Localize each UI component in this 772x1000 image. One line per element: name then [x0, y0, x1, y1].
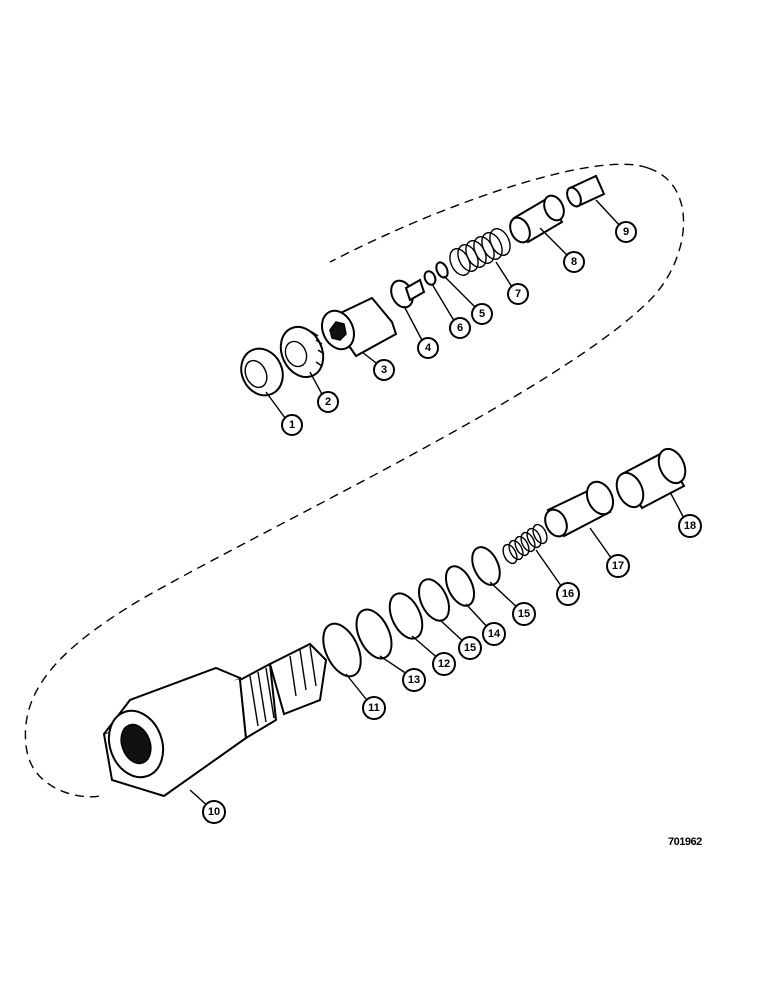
part-10-housing	[102, 642, 328, 798]
part-1-cap	[240, 347, 284, 397]
callout-15a: 15	[458, 636, 482, 660]
callout-7-label: 7	[515, 288, 521, 300]
callout-2: 2	[317, 391, 339, 413]
callout-1: 1	[281, 414, 303, 436]
callout-3: 3	[373, 359, 395, 381]
callout-8: 8	[563, 251, 585, 273]
part-4-ring	[390, 278, 426, 309]
callout-12-label: 12	[438, 658, 450, 670]
callout-13-label: 13	[408, 674, 420, 686]
callout-11: 11	[362, 696, 386, 720]
callout-12: 12	[432, 652, 456, 676]
callout-9: 9	[615, 221, 637, 243]
part-17-sleeve	[544, 480, 615, 538]
part-7-spring	[449, 228, 511, 276]
callout-17: 17	[606, 554, 630, 578]
part-15-backup-ring-b	[471, 546, 501, 586]
callout-6a-label: 6	[457, 322, 463, 334]
callout-15b: 15	[512, 602, 536, 626]
part-2-plug	[279, 325, 325, 379]
callout-11-label: 11	[368, 702, 380, 714]
callout-1-label: 1	[289, 419, 295, 431]
callout-16: 16	[556, 582, 580, 606]
reference-number: 701962	[668, 836, 702, 848]
callout-18-label: 18	[684, 520, 696, 532]
part-3-seat	[320, 296, 398, 358]
callout-2-label: 2	[325, 396, 331, 408]
subassembly-outline	[24, 163, 685, 798]
part-13-backup-ring	[355, 608, 393, 660]
part-6-oring	[423, 270, 437, 286]
callout-17-label: 17	[612, 560, 624, 572]
part-11-oring	[322, 622, 362, 678]
callout-10-label: 10	[208, 806, 220, 818]
part-16-spring	[502, 523, 548, 565]
part-12-oring	[388, 592, 424, 640]
callout-3-label: 3	[381, 364, 387, 376]
callout-6a: 6	[449, 317, 471, 339]
part-18-cartridge	[615, 447, 687, 510]
callout-8-label: 8	[571, 256, 577, 268]
part-15-backup-ring-a	[417, 578, 451, 622]
callout-18: 18	[678, 514, 702, 538]
callout-14: 14	[482, 622, 506, 646]
callout-14-label: 14	[488, 628, 501, 640]
callout-4-label: 4	[425, 342, 432, 354]
callout-15a-label: 15	[464, 642, 476, 654]
callout-5: 5	[471, 303, 493, 325]
callout-13: 13	[402, 668, 426, 692]
callout-9-label: 9	[623, 226, 629, 238]
callout-5-label: 5	[479, 308, 485, 320]
callout-16-label: 16	[562, 588, 574, 600]
part-8-sleeve	[509, 194, 565, 244]
part-14-oring	[444, 565, 476, 607]
part-5-washer	[435, 261, 449, 279]
callout-4: 4	[417, 337, 439, 359]
callout-15b-label: 15	[518, 608, 530, 620]
part-9-plunger	[566, 174, 606, 208]
callout-7: 7	[507, 283, 529, 305]
callout-10: 10	[202, 800, 226, 824]
